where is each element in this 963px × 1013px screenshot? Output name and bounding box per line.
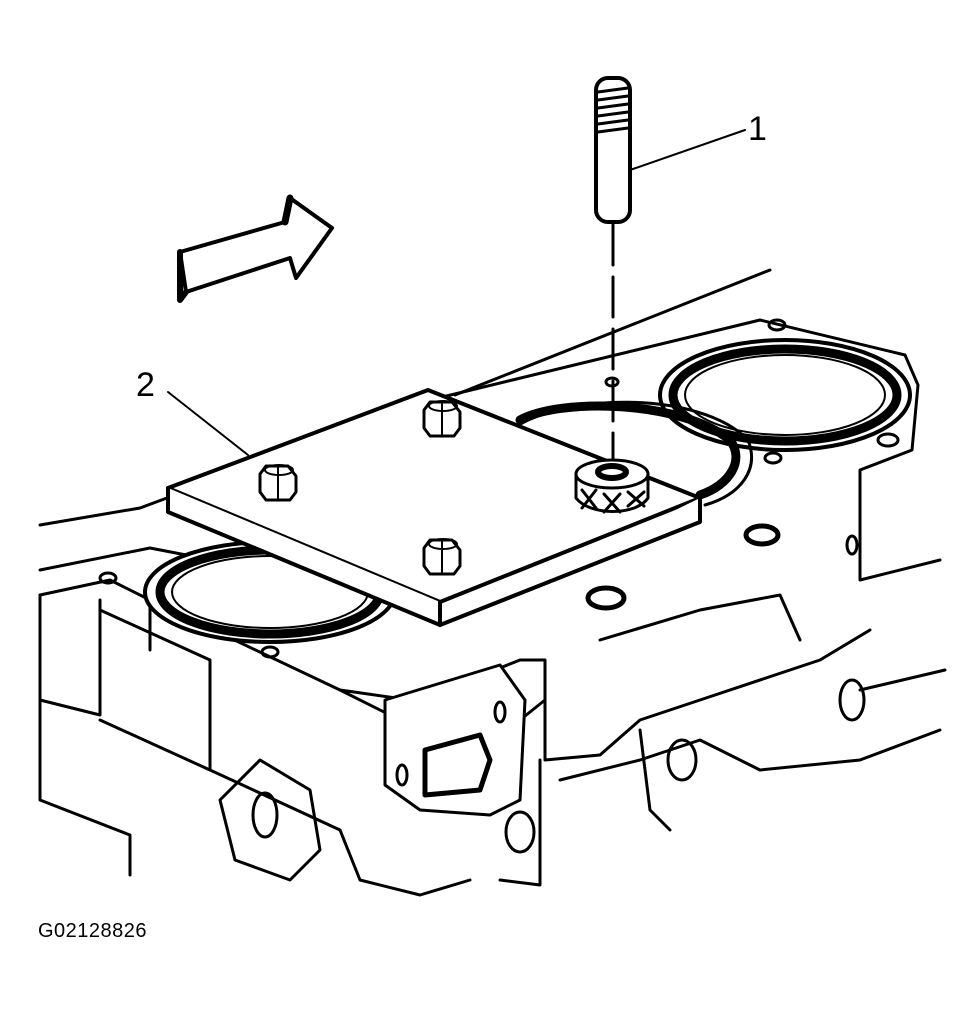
cylinder-bore-middle bbox=[508, 402, 751, 505]
cover-plate bbox=[168, 390, 700, 625]
figure-id-label: G02128826 bbox=[38, 920, 148, 942]
threaded-stud bbox=[596, 78, 630, 462]
knurled-nut bbox=[576, 460, 648, 512]
leader-line-1 bbox=[630, 130, 745, 170]
coolant-port bbox=[385, 665, 525, 815]
plate-bolt-rear bbox=[424, 401, 460, 436]
direction-arrow bbox=[180, 198, 332, 300]
plate-bolt-left bbox=[260, 465, 296, 500]
callout-number-plate: 2 bbox=[136, 366, 155, 404]
leader-line-2 bbox=[168, 392, 248, 455]
callout-number-stud: 1 bbox=[748, 110, 767, 148]
plate-bolt-front bbox=[424, 539, 460, 574]
engine-block-side bbox=[40, 595, 945, 895]
cylinder-bore-rear bbox=[660, 340, 910, 450]
